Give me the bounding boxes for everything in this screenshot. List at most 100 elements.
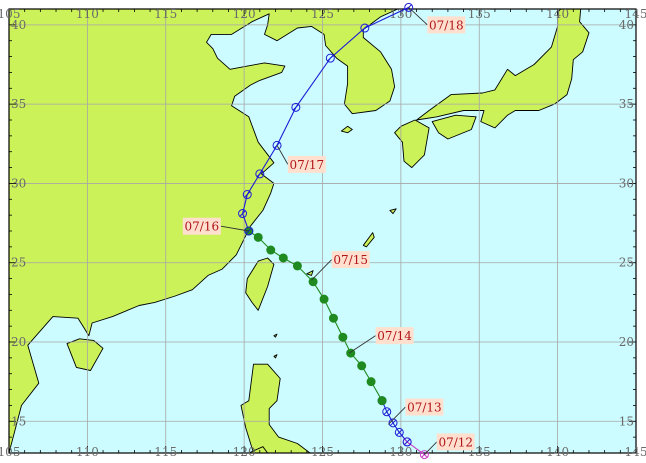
lon-tick-label-top: 145 [625,7,646,21]
lon-tick-label-bottom: 110 [76,445,99,459]
date-label-background [182,217,221,235]
lat-tick-label-left: 40 [11,18,26,32]
mindoro-island [248,446,269,453]
batanes-island [273,333,278,338]
date-label-background [287,155,326,173]
date-label-leader [348,335,376,354]
track-point-ring [255,169,265,179]
date-label-leader [388,406,406,425]
taiwan-island [245,257,275,311]
kyushu-island [394,119,430,169]
track-point-typhoon [238,209,248,219]
track-point-ring [394,427,404,437]
track-point-storm [292,261,302,271]
track-point-storm [308,277,318,287]
date-label-07-13: 07/13 [388,398,444,425]
track-point-storm [338,332,348,342]
lon-tick-label-bottom: 105 [0,445,20,459]
track-point-slash [239,210,246,217]
lon-tick-label-top: 130 [389,7,412,21]
date-label-text: 07/13 [407,401,442,415]
date-label-text: 07/15 [333,253,368,267]
date-label-text: 07/16 [185,220,220,234]
track-point-storm [266,245,276,255]
track-point-slash [383,408,390,415]
date-label-07-15: 07/15 [311,251,370,281]
date-label-text: 07/17 [290,158,325,172]
date-label-leader [220,225,249,232]
date-label-07-17: 07/17 [276,145,326,173]
lon-tick-label-bottom: 120 [233,445,256,459]
track-point-ring [388,418,398,428]
lon-tick-label-bottom: 140 [546,445,569,459]
lat-tick-label-right: 30 [619,176,634,190]
jeju-island [340,125,353,134]
track-point-storm [328,313,338,323]
track-point-slash [403,438,411,446]
date-label-07-14: 07/14 [348,327,414,354]
track-point-ring [272,140,282,150]
lon-tick-label-top: 120 [233,7,256,21]
track-point-typhoon [272,140,282,150]
lat-tick-label-left: 30 [11,176,26,190]
hokkaido-island [558,1,582,6]
date-label-text: 07/12 [438,435,473,449]
track-point-typhoon [388,418,398,428]
track-point-slash [361,24,368,32]
track-point-typhoon [394,427,404,437]
track-point-slash [389,419,397,427]
track-point-typhoon [402,437,412,447]
date-labels: 07/12 07/13 07/14 07/15 07/16 07/17 07/18 [182,7,475,455]
luzon-island [240,363,311,453]
track-point-ring [244,226,254,236]
track-point-ring [419,450,429,460]
track-point-typhoon [291,102,301,112]
track-point-ring [242,190,252,200]
lat-tick-label-left: 25 [11,256,26,270]
lon-tick-label-top: 110 [76,7,99,21]
track-point-typhoon [382,407,392,417]
date-label-07-16: 07/16 [182,217,249,235]
track-point-storm [278,253,288,263]
hainan-island [66,338,104,371]
track-point-typhoon [360,23,370,33]
lon-tick-label-top: 135 [468,7,491,21]
lat-tick-label-left: 15 [11,414,26,428]
lon-tick-label-top: 115 [154,7,177,21]
lat-tick-label-right: 20 [619,335,634,349]
track-point-slash [256,170,263,178]
lat-tick-label-right: 40 [619,18,634,32]
track-point-slash [244,191,251,198]
track-point-typhoon [255,169,265,179]
lon-tick-label-top: 105 [0,7,20,21]
track-point-storm [357,361,367,371]
batanes-island [273,354,278,359]
lon-tick-label-top: 125 [311,7,334,21]
date-label-background [427,16,466,34]
track-point-slash [396,429,403,436]
ryukyu-island [389,208,397,215]
date-label-background [375,327,414,345]
track-point-slash [273,142,281,149]
map-frame [8,8,637,454]
track-point-slash [292,104,300,111]
date-label-background [436,433,475,451]
date-label-leader [408,7,428,26]
track-point-storm [319,294,329,304]
track-point-ring [238,209,248,219]
track-point-ring [402,437,412,447]
track-point-storm [366,377,376,387]
track-point-typhoon [242,190,252,200]
date-label-07-12: 07/12 [424,433,475,455]
lon-tick-label-bottom: 125 [311,445,334,459]
track-point-storm [377,396,387,406]
lat-tick-label-right: 35 [619,97,634,111]
ryukyu-island [362,232,375,248]
honshu-island [416,9,590,129]
lat-tick-label-left: 20 [11,335,26,349]
date-label-text: 07/18 [429,18,464,32]
lat-tick-label-right: 15 [619,414,634,428]
track-point-ring [291,102,301,112]
date-label-leader [276,145,289,165]
axis-tick-labels: 1051051101101151151201201251251301301351… [0,7,646,459]
